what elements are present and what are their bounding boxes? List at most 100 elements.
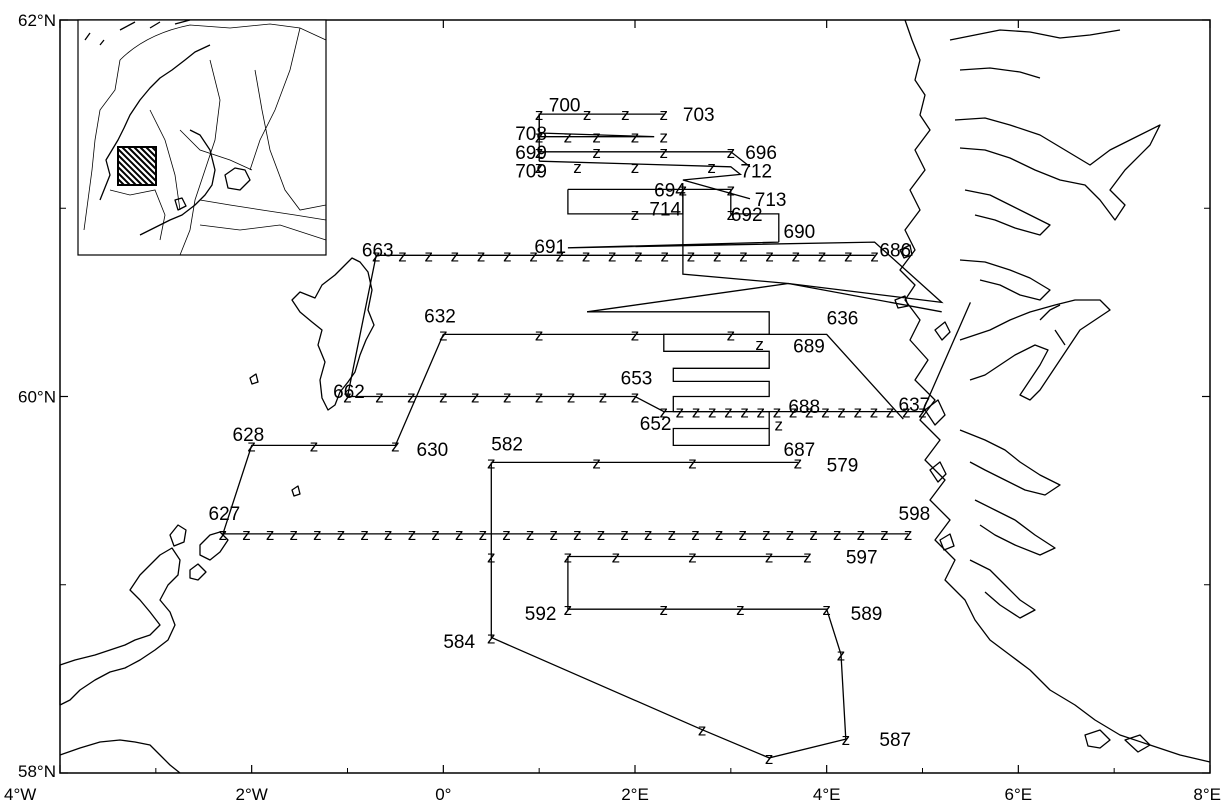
coastline-segment [959, 299, 1111, 401]
sample-marker: z [918, 403, 927, 422]
sample-marker: z [631, 128, 640, 147]
sample-marker: z [219, 525, 228, 544]
sample-marker: z [573, 158, 582, 177]
sample-marker: z [608, 246, 617, 265]
track-segment [587, 311, 770, 447]
sample-marker: z [597, 525, 606, 544]
station-label: 592 [525, 604, 557, 625]
sample-marker: z [455, 525, 464, 544]
sample-marker: z [660, 143, 669, 162]
study-area-hatch [117, 146, 157, 186]
sample-marker: z [676, 403, 685, 422]
sample-marker: z [391, 436, 400, 455]
lat-label: 60°N [18, 388, 56, 407]
station-label: 662 [333, 382, 365, 403]
sample-marker: z [582, 246, 591, 265]
sample-marker: z [727, 205, 736, 224]
sample-marker: z [631, 158, 640, 177]
station-label: 696 [745, 143, 777, 164]
sample-marker: z [266, 525, 275, 544]
sample-marker: z [679, 180, 688, 199]
sample-marker: z [870, 403, 879, 422]
hatch-line [117, 160, 143, 186]
station-label: 688 [788, 397, 820, 418]
station-label: 589 [851, 604, 883, 625]
track-segment [490, 462, 847, 759]
sample-marker: z [886, 403, 895, 422]
sample-marker: z [755, 335, 764, 354]
station-label: 713 [755, 190, 787, 211]
coastline-segment [974, 499, 1056, 556]
sample-marker: z [310, 436, 319, 455]
station-label: 691 [534, 237, 566, 258]
sample-marker: z [837, 645, 846, 664]
sample-marker: z [360, 525, 369, 544]
station-label: 582 [491, 435, 523, 456]
sample-marker: z [661, 246, 670, 265]
station-label: 709 [515, 162, 547, 183]
station-label: 636 [827, 308, 859, 329]
hatch-line [127, 146, 157, 176]
sample-marker: z [762, 525, 771, 544]
track-segment [587, 282, 942, 313]
sample-marker: z [668, 525, 677, 544]
sample-marker: z [424, 246, 433, 265]
sample-marker: z [526, 525, 535, 544]
station-label: 587 [879, 730, 911, 751]
sample-marker: z [631, 325, 640, 344]
sample-marker: z [660, 105, 669, 124]
coastline-segment [59, 547, 181, 706]
sample-marker: z [803, 548, 812, 567]
station-label: 692 [731, 205, 763, 226]
sample-marker: z [407, 388, 416, 407]
sample-marker: z [535, 128, 544, 147]
station-label: 597 [846, 548, 878, 569]
station-label: 714 [649, 199, 681, 220]
sample-marker: z [765, 749, 774, 768]
sample-marker: z [337, 525, 346, 544]
sample-marker: z [691, 525, 700, 544]
station-label: 584 [443, 632, 475, 653]
sample-marker: z [687, 246, 696, 265]
sample-marker: z [564, 600, 573, 619]
track-segment [346, 254, 875, 397]
station-label: 686 [879, 241, 911, 262]
sample-marker: z [535, 158, 544, 177]
sample-marker: z [775, 416, 784, 435]
track-segment [567, 188, 684, 215]
hatch-line [117, 178, 125, 186]
sample-marker: z [487, 453, 496, 472]
track-segment [347, 395, 923, 413]
sample-marker: z [713, 246, 722, 265]
sample-marker: z [247, 436, 256, 455]
sample-marker: z [502, 525, 511, 544]
hatch-line [117, 154, 149, 186]
coastline-segment [169, 524, 229, 581]
sample-marker: z [688, 453, 697, 472]
station-label: 689 [793, 337, 825, 358]
sample-marker: z [738, 525, 747, 544]
sample-marker: z [439, 325, 448, 344]
track-segment [539, 160, 751, 200]
sample-marker: z [715, 525, 724, 544]
sample-marker: z [821, 403, 830, 422]
lat-label: 62°N [18, 11, 56, 30]
coastline-segment [249, 373, 259, 385]
lon-label: 0° [435, 785, 451, 804]
sample-marker: z [535, 388, 544, 407]
sample-marker: z [740, 403, 749, 422]
sample-marker: z [564, 548, 573, 567]
coastline-segment [959, 259, 1051, 301]
sample-marker: z [398, 246, 407, 265]
coastline-segment [1039, 304, 1066, 346]
sample-marker: z [535, 143, 544, 162]
sample-marker: z [765, 246, 774, 265]
sample-marker: z [612, 548, 621, 567]
track-segment [539, 151, 751, 168]
hatch-line [117, 148, 155, 186]
hatch-line [139, 146, 157, 164]
hatch-line [145, 146, 157, 158]
hatch-line [151, 146, 157, 152]
